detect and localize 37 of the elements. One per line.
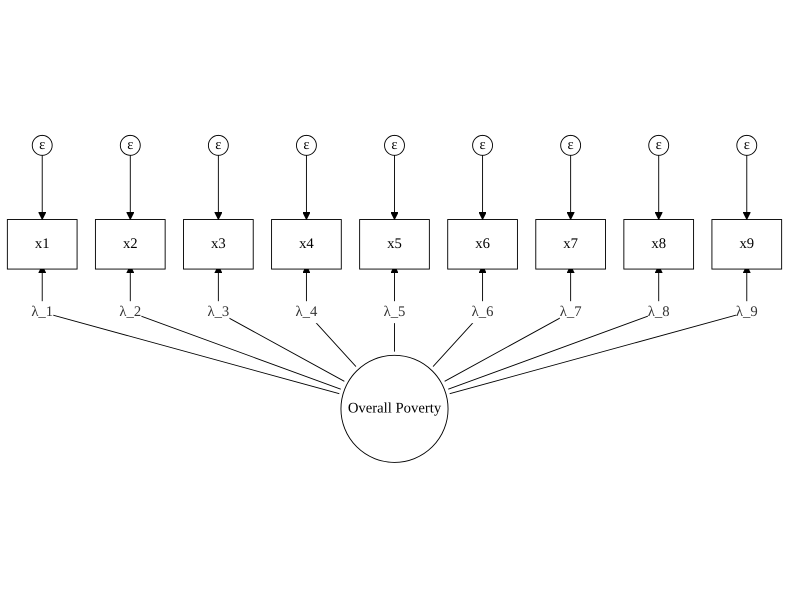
node-circle: ε [384, 134, 405, 156]
arrow [742, 154, 751, 220]
node-circle: ε [648, 134, 670, 156]
edge-label: λ_5 [384, 304, 406, 320]
node-box: x7 [535, 218, 606, 270]
node-box: x3 [183, 218, 254, 270]
node-box: x6 [447, 218, 518, 270]
node-box: x4 [271, 218, 342, 270]
edge-label: λ_9 [736, 304, 758, 320]
node-circle: ε [120, 134, 141, 156]
edge-label: λ_1 [31, 304, 54, 320]
node-circle: ε [560, 134, 582, 156]
edge-label: λ_6 [472, 304, 494, 320]
edge-label: λ_2 [119, 304, 142, 320]
edge-label: λ_3 [207, 304, 230, 320]
arrow [126, 154, 134, 220]
node-circle: Overall Poverty [340, 354, 449, 462]
arrow [38, 154, 46, 220]
node-circle: ε [296, 134, 317, 156]
edge-label: λ_7 [560, 304, 582, 320]
arrow [214, 154, 222, 220]
node-circle: ε [32, 134, 53, 156]
arrow [654, 154, 663, 220]
node-box: x8 [623, 218, 694, 270]
node-box: x5 [359, 218, 430, 270]
node-box: x2 [94, 218, 166, 270]
edge-label: λ_4 [296, 304, 318, 320]
arrow [478, 154, 487, 220]
node-box: x1 [6, 218, 78, 270]
edge-label: λ_8 [648, 304, 670, 320]
arrow [302, 154, 310, 220]
node-circle: ε [208, 134, 229, 156]
node-box: x9 [711, 218, 782, 270]
arrow [390, 154, 399, 220]
arrow [566, 154, 575, 220]
node-circle: ε [472, 134, 493, 156]
node-circle: ε [736, 134, 758, 156]
